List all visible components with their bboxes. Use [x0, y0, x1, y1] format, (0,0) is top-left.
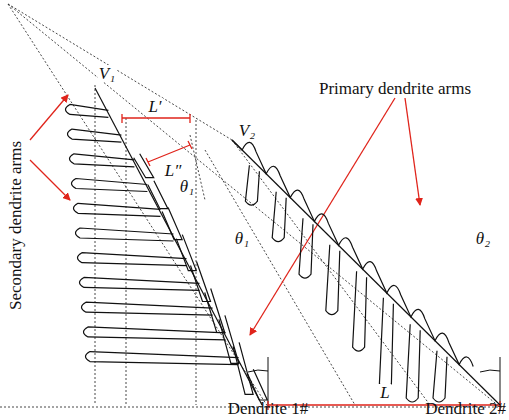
spacing-label: L′ — [147, 98, 162, 115]
secondary-arm — [299, 218, 313, 278]
secondary-arm — [80, 277, 200, 290]
secondary-arm — [76, 228, 174, 241]
secondary-arm — [148, 181, 168, 209]
secondary-arm — [379, 298, 393, 388]
secondary-arm — [74, 203, 161, 216]
secondary-arm — [162, 208, 182, 240]
secondary-arm — [433, 351, 447, 402]
dendrite-arms — [66, 88, 501, 405]
secondary-arm — [70, 154, 135, 167]
secondary-arm — [82, 302, 213, 315]
dendrite-label: Dendrite 1# — [228, 400, 309, 417]
secondary-arm — [272, 192, 286, 242]
angle-label: θ₂ — [475, 230, 491, 247]
secondary-arm — [353, 271, 367, 351]
angle-label: θ₁ — [234, 230, 250, 247]
secondary-arm — [232, 140, 473, 367]
secondary-arm — [78, 253, 187, 266]
secondary-arm — [86, 352, 239, 365]
angle-label: θ₁ — [179, 178, 195, 195]
secondary-arm — [66, 104, 109, 117]
secondary-arm — [247, 369, 267, 400]
secondary-arm — [191, 262, 211, 302]
secondary-arm — [134, 154, 154, 178]
secondary-arm — [233, 342, 253, 394]
arm-label: Primary dendrite arms — [319, 80, 471, 97]
tip-label: V₁ — [98, 65, 116, 82]
secondary-arm — [84, 327, 226, 340]
secondary-arm — [176, 235, 196, 271]
secondary-arm — [326, 245, 340, 315]
dimension-brackets — [30, 95, 500, 410]
secondary-arm — [72, 179, 148, 192]
primary-stem — [95, 88, 262, 405]
primary-stem — [232, 140, 500, 405]
tip-label: V₂ — [238, 122, 256, 139]
arm-label: Secondary dendrite arms — [7, 141, 24, 310]
secondary-arm — [245, 165, 259, 205]
secondary-arm — [68, 129, 122, 142]
dendrite-label: Dendrite 2# — [425, 400, 506, 417]
secondary-arm — [205, 289, 225, 333]
guide-lines — [0, 4, 505, 407]
spacing-label: L″ — [164, 162, 183, 179]
spacing-label: L — [379, 384, 390, 401]
secondary-arm — [406, 324, 420, 402]
